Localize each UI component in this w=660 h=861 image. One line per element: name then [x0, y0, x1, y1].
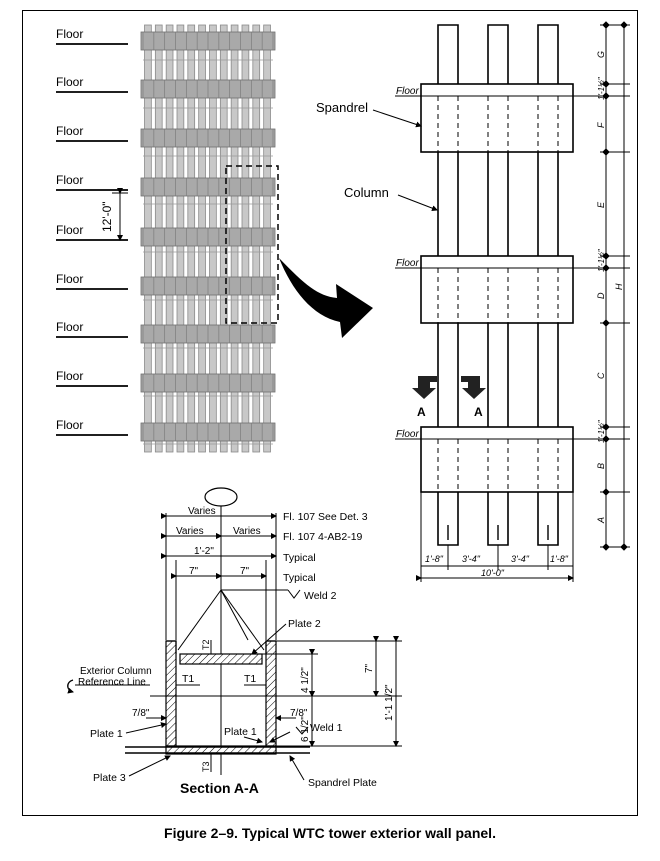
svg-text:H: H	[614, 283, 624, 290]
dim-varies-left: Varies	[176, 526, 204, 537]
svg-text:E: E	[596, 201, 606, 208]
dim-varies-right: Varies	[233, 526, 261, 537]
reference-line-label: Reference Line	[78, 677, 146, 688]
floor-spacing-dimension: 12'-0"	[100, 188, 128, 241]
spandrel-leader	[372, 109, 422, 128]
dim-varies-top: Varies	[188, 506, 216, 517]
floor-label: Floor	[56, 173, 83, 187]
weld1-label: Weld 1	[310, 722, 343, 734]
curved-arrow-icon	[279, 258, 373, 338]
floor-label: Floor	[56, 418, 83, 432]
svg-text:B: B	[596, 463, 606, 469]
dim-7-right: 7"	[240, 566, 250, 577]
section-a-a	[67, 487, 402, 781]
section-mark-right: A	[474, 405, 483, 419]
floor-spacing-label: 12'-0"	[100, 201, 114, 232]
floor-label: Floor	[56, 320, 83, 334]
width-dim-1: 1'-8"	[425, 554, 444, 564]
sect-dim-4-1-2: 4 1/2"	[300, 667, 311, 693]
plate1-inner-label: Plate 1	[224, 726, 257, 738]
width-dim-2: 3'-4"	[462, 554, 481, 564]
svg-text:A: A	[596, 517, 606, 524]
plate2-label: Plate 2	[288, 618, 321, 630]
t1-right-label: T1	[244, 673, 256, 685]
t1-left-label: T1	[182, 673, 194, 685]
vertical-dimensions	[600, 21, 630, 551]
column-leader	[397, 194, 438, 212]
svg-text:G: G	[596, 51, 606, 58]
floor-label: Floor	[56, 272, 83, 286]
dim-1-2: 1'-2"	[194, 546, 214, 557]
horizontal-dimensions	[416, 492, 574, 582]
overall-width: 10'-0"	[481, 568, 505, 578]
spandrel-plate-label: Spandrel Plate	[308, 777, 377, 789]
width-dim-4: 1'-8"	[550, 554, 569, 564]
right-floor-label-1: Floor	[396, 86, 419, 97]
section-arrow-left-icon	[412, 376, 437, 399]
t2-label: T2	[201, 639, 211, 650]
floor-label: Floor	[56, 124, 83, 138]
note-typical-1: Typical	[283, 552, 316, 564]
elevation-detail	[395, 24, 600, 546]
detail-box	[225, 165, 279, 324]
frac-left-label: 7/8"	[132, 708, 150, 719]
floor-lines	[56, 43, 128, 436]
sect-dim-1-1-1-2: 1'-1 1/2"	[384, 684, 395, 721]
svg-text:D: D	[596, 292, 606, 299]
facade-grid	[140, 24, 276, 453]
svg-text:F: F	[596, 122, 606, 128]
plate3-label: Plate 3	[93, 772, 126, 784]
figure-frame	[22, 10, 638, 816]
width-dim-3: 3'-4"	[511, 554, 530, 564]
vertical-dimension-labels: G F E D C B A 1'-1½" 1'-1½" 1'-1½" H	[596, 51, 624, 524]
floor-label: Floor	[56, 75, 83, 89]
floor-label: Floor	[56, 369, 83, 383]
frac-right-label: 7/8"	[290, 708, 308, 719]
figure-caption: Figure 2–9. Typical WTC tower exterior w…	[164, 825, 496, 841]
plate1-left-label: Plate 1	[90, 728, 123, 740]
t3-label: T3	[201, 761, 211, 772]
sect-dim-6-1-2: 6 1/2"	[300, 716, 311, 742]
svg-text:C: C	[596, 372, 606, 379]
right-floor-label-2: Floor	[396, 258, 419, 269]
dim-7-left: 7"	[189, 566, 199, 577]
weld2-label: Weld 2	[304, 590, 337, 602]
section-mark-left: A	[417, 405, 426, 419]
svg-text:1'-1½": 1'-1½"	[597, 248, 606, 272]
sect-dim-7: 7"	[364, 663, 375, 673]
svg-text:1'-1½": 1'-1½"	[597, 76, 606, 100]
section-arrow-right-icon	[461, 376, 486, 399]
section-title: Section A-A	[180, 780, 259, 796]
right-floor-label-3: Floor	[396, 429, 419, 440]
column-label: Column	[344, 185, 389, 200]
floor-label: Floor	[56, 27, 83, 41]
exterior-column-label: Exterior Column	[80, 666, 152, 677]
note-see-det: Fl. 107 See Det. 3	[283, 511, 368, 523]
floor-label: Floor	[56, 223, 83, 237]
note-typical-2: Typical	[283, 572, 316, 584]
spandrel-label: Spandrel	[316, 100, 368, 115]
svg-text:1'-1½": 1'-1½"	[597, 419, 606, 443]
note-4-ab2: Fl. 107 4-AB2-19	[283, 531, 363, 543]
